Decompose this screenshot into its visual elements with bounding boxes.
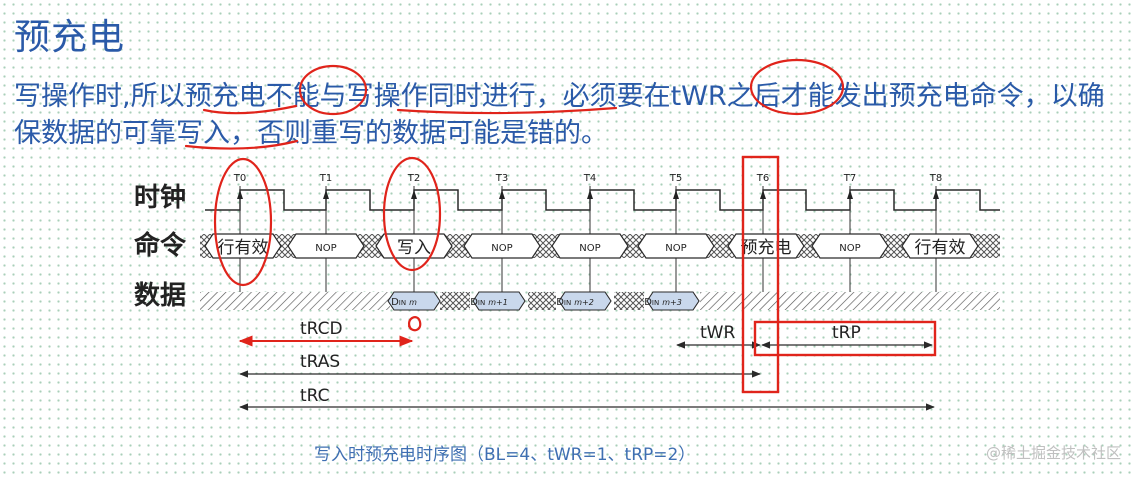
- command-label: NOP: [315, 243, 336, 254]
- small-loop-annotation: [407, 316, 422, 332]
- data-word-cell: [558, 291, 612, 311]
- red-annotations: [184, 58, 937, 394]
- clock-edge-arrow: [673, 190, 679, 199]
- row-label-clock: 时钟: [134, 182, 186, 213]
- trcd-label: tRCD: [300, 319, 343, 339]
- command-label: 行有效: [218, 238, 269, 258]
- data-word-cell: [472, 291, 526, 311]
- command-label: NOP: [665, 243, 686, 254]
- command-label: 预充电: [741, 238, 792, 258]
- clock-edge-arrow: [323, 190, 329, 199]
- slide-title: 预充电: [14, 17, 126, 58]
- circle-annotation: [382, 156, 442, 272]
- command-cell: [811, 233, 889, 259]
- data-bus-idle-right: [700, 292, 1000, 310]
- data-bus-transition: [614, 292, 644, 310]
- clock-edge-arrow: [933, 190, 939, 199]
- command-label: NOP: [579, 243, 600, 254]
- tras-label: tRAS: [300, 352, 340, 372]
- data-bus-idle-left: [200, 292, 390, 310]
- circle-annotation: [298, 64, 368, 116]
- command-cell: [463, 233, 541, 259]
- command-cell: [287, 233, 365, 259]
- circle-annotation: [213, 157, 273, 287]
- diagram-caption: 写入时预充电时序图（BL=4、tWR=1、tRP=2）: [314, 445, 696, 465]
- clock-edge-arrow: [760, 190, 766, 199]
- clock-tick-label: T2: [407, 173, 420, 184]
- clock-tick-label: T0: [233, 173, 246, 184]
- row-label-command: 命令: [134, 230, 187, 261]
- circle-annotation: [749, 58, 845, 116]
- clock-tick-label: T6: [756, 173, 769, 184]
- clock-tick-label: T4: [583, 173, 596, 184]
- command-label: 写入: [397, 238, 431, 258]
- data-word-cell: [646, 291, 700, 311]
- watermark: @稀土掘金技术社区: [985, 444, 1121, 462]
- command-cell: [637, 233, 715, 259]
- command-cell: [204, 233, 282, 259]
- command-cell: [901, 233, 979, 259]
- data-bus-transition: [528, 292, 556, 310]
- clock-edge-arrow: [847, 190, 853, 199]
- trp-label: tRP: [832, 323, 861, 343]
- clock-tick-label: T1: [319, 173, 332, 184]
- underline-annotation: [184, 139, 299, 150]
- command-label: 行有效: [915, 238, 966, 258]
- data-word-cell: [387, 291, 441, 311]
- clock-edge-arrow: [411, 190, 417, 199]
- command-cell: [727, 233, 805, 259]
- clock-tick-label: T7: [843, 173, 856, 184]
- highlight-box: [753, 320, 937, 357]
- clock-edge-arrow: [499, 190, 505, 199]
- clock-tick-label: T3: [495, 173, 508, 184]
- slide-paragraph: 写操作时,所以预充电不能与写操作同时进行，必须要在tWR之后才能发出预充电命令，…: [14, 81, 1105, 149]
- command-label: NOP: [839, 243, 860, 254]
- clock-tick-label: T5: [669, 173, 682, 184]
- clock-edge-arrow: [237, 190, 243, 199]
- trc-label: tRC: [300, 386, 330, 406]
- row-label-data: 数据: [134, 281, 186, 311]
- clock-waveform: [205, 189, 1000, 211]
- twr-label: tWR: [700, 323, 735, 343]
- data-bus-transition: [440, 292, 470, 310]
- command-label: NOP: [491, 243, 512, 254]
- clock-edge-arrow: [587, 190, 593, 199]
- timing-diagram: 时钟 命令 数据 T0 T1 T2 T3 T4 T5 T6 T7 T8 行有效 NOP 写入 NOP N…: [134, 58, 1000, 411]
- underline-annotation: [202, 104, 298, 115]
- command-cell: [551, 233, 629, 259]
- clock-tick-label: T8: [929, 173, 942, 184]
- highlight-box: [741, 155, 780, 394]
- underline-annotation: [396, 106, 618, 115]
